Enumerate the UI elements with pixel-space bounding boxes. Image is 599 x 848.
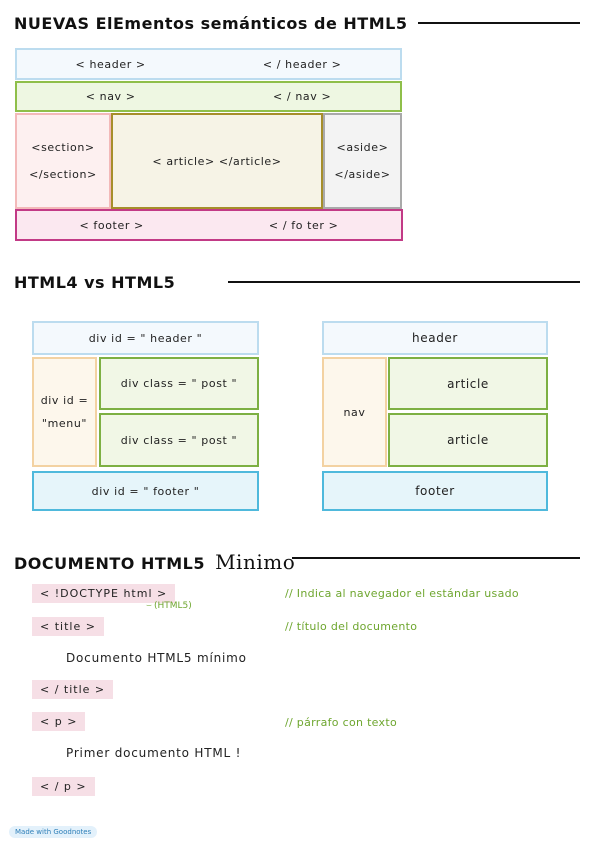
doctype-comment: // Indica al navegador el estándar usado — [285, 587, 519, 600]
section-title-semantic: NUEVAS ElEmentos semánticos de HTML5 — [14, 14, 408, 33]
html5-header-element: header — [322, 321, 548, 355]
article-box: < article> </article> — [111, 113, 323, 209]
html5-footer-element: footer — [322, 471, 548, 511]
html5-nav-element: nav — [322, 357, 387, 467]
doctype-tag: < !DOCTYPE html > — [32, 584, 176, 603]
section-box: <section> </section> — [15, 113, 111, 209]
html4-menu-label-line2: "menu" — [41, 417, 88, 430]
aside-close-tag: </aside> — [334, 168, 391, 181]
html4-post-label-2: div class = " post " — [120, 433, 238, 447]
section-close-tag: </section> — [29, 168, 97, 181]
title-underline-3 — [292, 557, 580, 559]
article-tags: < article> </article> — [152, 154, 282, 168]
html4-post-div-1: div class = " post " — [99, 357, 259, 410]
html4-menu-div: div id = "menu" — [32, 357, 97, 467]
nav-open-tag: < nav > — [85, 90, 136, 103]
html5-article-element-2: article — [388, 413, 548, 467]
footer-close-tag: < / fo ter > — [268, 218, 339, 232]
section-open-tag: <section> — [31, 141, 95, 154]
section-title-minimal-document: DOCUMENTO HTML5 Minimo — [14, 550, 295, 574]
html4-post-div-2: div class = " post " — [99, 413, 259, 467]
html5-article-element-1: article — [388, 357, 548, 410]
nav-box: < nav > < / nav > — [15, 81, 402, 112]
p-comment: // párrafo con texto — [285, 716, 398, 729]
html5-article-label-1: article — [447, 376, 489, 391]
header-box: < header > < / header > — [15, 48, 402, 80]
p-close-tag: < / p > — [32, 777, 95, 796]
goodnotes-badge: Made with Goodnotes — [9, 826, 98, 838]
title-open-tag: < title > — [32, 617, 104, 636]
doctype-note: ⌣(HTML5) — [146, 601, 192, 611]
aside-open-tag: <aside> — [336, 141, 389, 154]
html5-article-label-2: article — [447, 433, 489, 447]
curved-arrow-icon: ⌣ — [146, 601, 152, 611]
minimal-doc-title-bold: DOCUMENTO HTML5 — [14, 554, 205, 573]
html4-header-div: div id = " header " — [32, 321, 259, 355]
html4-post-label-1: div class = " post " — [120, 377, 238, 390]
footer-box: < footer > < / fo ter > — [15, 209, 403, 241]
p-text-content: Primer documento HTML ! — [66, 746, 242, 760]
minimal-doc-title-script: Minimo — [215, 550, 296, 574]
header-open-tag: < header > — [75, 57, 146, 71]
html4-header-label: div id = " header " — [88, 331, 203, 345]
html5-footer-label: footer — [415, 484, 455, 498]
title-close-tag: < / title > — [32, 680, 114, 699]
aside-box: <aside> </aside> — [323, 113, 402, 209]
p-open-tag: < p > — [32, 712, 86, 731]
title-comment: // título del documento — [285, 620, 418, 633]
nav-close-tag: < / nav > — [273, 90, 332, 103]
footer-open-tag: < footer > — [79, 218, 144, 232]
html4-footer-label: div id = " footer " — [91, 484, 200, 498]
title-text-content: Documento HTML5 mínimo — [66, 651, 247, 665]
title-underline-2 — [228, 281, 580, 283]
doctype-note-text: (HTML5) — [153, 601, 192, 611]
html5-header-label: header — [412, 331, 458, 345]
header-close-tag: < / header > — [262, 57, 342, 71]
html4-footer-div: div id = " footer " — [32, 471, 259, 511]
section-title-html4-vs-html5: HTML4 vs HTML5 — [14, 273, 176, 292]
title-underline-1 — [418, 22, 580, 24]
html5-nav-label: nav — [343, 405, 366, 419]
html4-menu-label-line1: div id = — [40, 394, 89, 407]
